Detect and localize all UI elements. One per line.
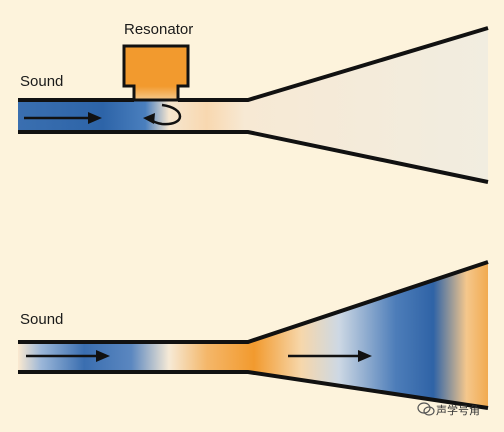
- bottom-figure: Sound: [18, 260, 489, 410]
- top-duct-fill: [18, 28, 488, 182]
- top-duct-lower-wall: [18, 130, 489, 184]
- top-flow-arrow: [24, 112, 102, 124]
- top-figure: Sound Resonator: [18, 21, 489, 184]
- resonator-label: Resonator: [124, 21, 193, 38]
- bottom-duct-lower-wall: [18, 370, 489, 410]
- watermark: 声学号角: [417, 402, 480, 417]
- bottom-flow-arrow-right: [288, 350, 372, 362]
- bottom-flow-arrow-left: [26, 350, 110, 362]
- resonator-body: [122, 44, 190, 102]
- wechat-icon: [417, 402, 435, 416]
- bottom-sound-label: Sound: [20, 311, 63, 328]
- bottom-duct-upper-wall: [18, 260, 489, 344]
- top-duct-upper-wall: [18, 26, 489, 102]
- top-sound-label: Sound: [20, 73, 63, 90]
- circulation-arrow: [143, 103, 182, 126]
- watermark-text: 声学号角: [436, 403, 480, 417]
